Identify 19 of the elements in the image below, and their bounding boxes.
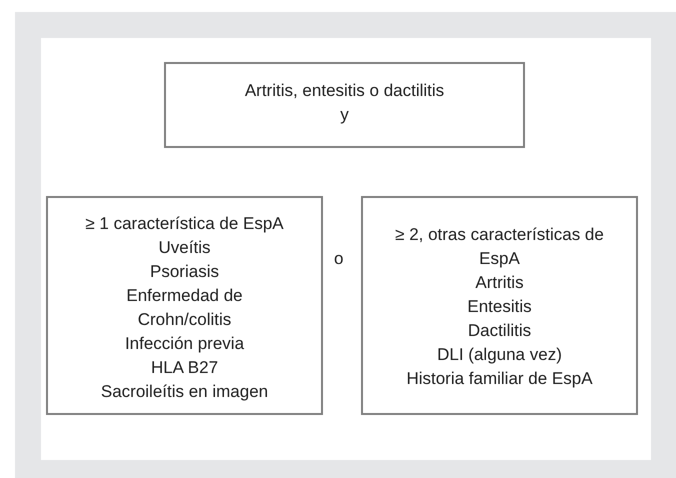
box-text: Enfermedad de Crohn/colitis xyxy=(125,285,244,331)
box-text: Entesitis xyxy=(467,296,532,318)
box-text: Psoriasis xyxy=(150,261,219,283)
box-text: Artritis, entesitis o dactilitis xyxy=(244,80,444,102)
box-text: Artritis xyxy=(475,272,524,294)
box-text: Dactilitis xyxy=(468,320,532,342)
box-text: Sacroileítis en imagen xyxy=(100,381,268,403)
connector-word: o xyxy=(334,248,344,270)
box-text: y xyxy=(340,104,349,126)
text-box xyxy=(164,62,525,148)
box-text: ≥ 1 característica de EspA xyxy=(85,213,284,235)
box-text: ≥ 2, otras características de EspA xyxy=(394,224,605,270)
box-text: DLI (alguna vez) xyxy=(437,344,562,366)
text-box xyxy=(46,196,323,415)
box-text: Historia familiar de EspA xyxy=(406,368,593,390)
box-text: HLA B27 xyxy=(150,357,218,379)
text-box xyxy=(361,196,638,415)
box-text: Uveítis xyxy=(158,237,210,259)
box-text: Infección previa xyxy=(124,333,244,355)
